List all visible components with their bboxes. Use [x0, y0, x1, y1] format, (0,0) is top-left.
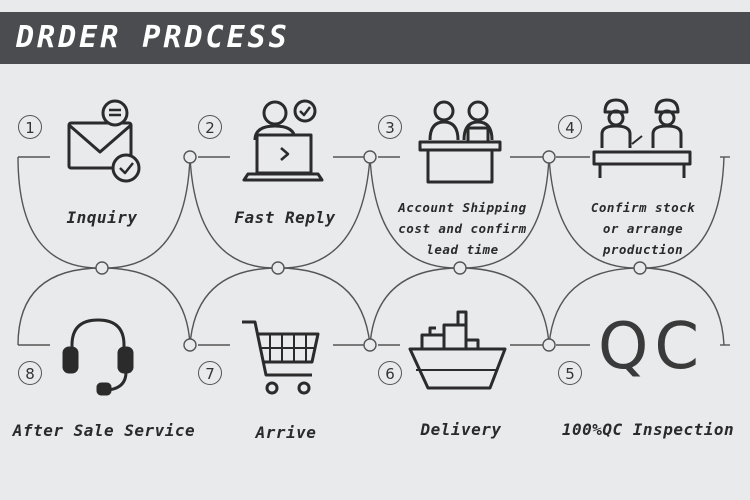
- step-label-confirm-stock: Confirm stock or arrange production: [590, 200, 696, 257]
- step-label-delivery: Delivery: [420, 420, 502, 439]
- step-number-2: 2: [198, 115, 222, 139]
- laptop-person-check-icon: [242, 99, 324, 182]
- step-label-fast-reply: Fast Reply: [234, 208, 336, 227]
- page-title: DRDER PRDCESS: [16, 20, 290, 55]
- step-number-4: 4: [558, 115, 582, 139]
- step-number-6: 6: [378, 361, 402, 385]
- step-label-arrive: Arrive: [255, 423, 317, 442]
- node: [95, 261, 109, 275]
- step-number-1: 1: [18, 115, 42, 139]
- node: [453, 261, 467, 275]
- node: [363, 338, 377, 352]
- headset-icon: [62, 318, 134, 396]
- node: [271, 261, 285, 275]
- step-label-inquiry: Inquiry: [66, 208, 138, 227]
- header-bar: DRDER PRDCESS: [0, 12, 750, 64]
- node: [542, 338, 556, 352]
- qc-icon: QC: [598, 310, 706, 384]
- node: [183, 150, 197, 164]
- node: [633, 261, 647, 275]
- envelope-check-icon: [67, 99, 141, 183]
- step-number-8: 8: [18, 361, 42, 385]
- node: [363, 150, 377, 164]
- step-number-3: 3: [378, 115, 402, 139]
- step-number-7: 7: [198, 361, 222, 385]
- shopping-cart-icon: [242, 320, 320, 395]
- step-label-account-shipping: Account Shipping cost and confirm lead t…: [398, 200, 527, 257]
- workers-at-desk-icon: [592, 98, 692, 178]
- connector-nodes: [95, 150, 647, 352]
- step-label-after-sale: After Sale Service: [12, 421, 196, 440]
- reception-desk-icon: [418, 100, 502, 184]
- step-number-5: 5: [558, 361, 582, 385]
- cargo-ship-icon: [408, 310, 507, 390]
- node: [183, 338, 197, 352]
- node: [542, 150, 556, 164]
- step-label-qc-inspection: 100%QC Inspection: [561, 420, 735, 439]
